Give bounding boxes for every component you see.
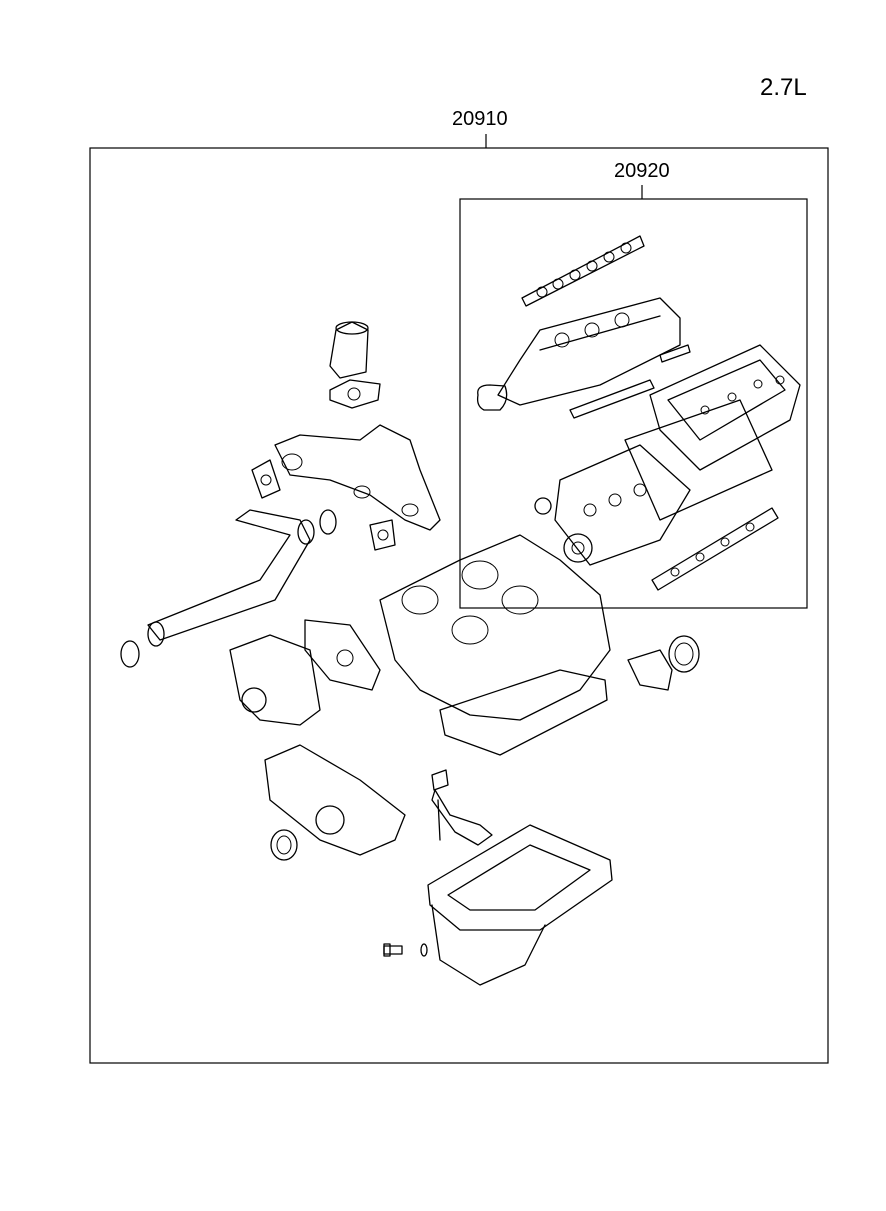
exhaust-manifold[interactable] xyxy=(251,424,441,551)
intake-manifold[interactable] xyxy=(476,297,691,419)
coolant-pipe[interactable] xyxy=(120,509,337,668)
oil-strainer[interactable] xyxy=(431,769,493,846)
exhaust-gasket-strip[interactable] xyxy=(651,507,779,591)
drain-plug-bolt[interactable] xyxy=(383,943,428,957)
oil-pan[interactable] xyxy=(427,824,613,986)
cylinder-head[interactable] xyxy=(534,444,691,566)
outer-kit-part-number[interactable]: 20910 xyxy=(452,108,508,130)
engine-size-label: 2.7L xyxy=(760,74,807,101)
oil-pump-housing[interactable] xyxy=(264,744,406,861)
cylinder-block[interactable] xyxy=(379,534,611,756)
rear-oil-seal[interactable] xyxy=(627,635,700,691)
outer-kit-frame xyxy=(89,147,829,1064)
front-cover[interactable] xyxy=(229,619,381,726)
intake-gasket-strip[interactable] xyxy=(521,235,645,307)
valve-cover[interactable] xyxy=(624,344,801,521)
inner-kit-frame xyxy=(459,198,808,609)
inner-kit-part-number[interactable]: 20920 xyxy=(614,160,670,182)
water-outlet[interactable] xyxy=(329,321,381,409)
